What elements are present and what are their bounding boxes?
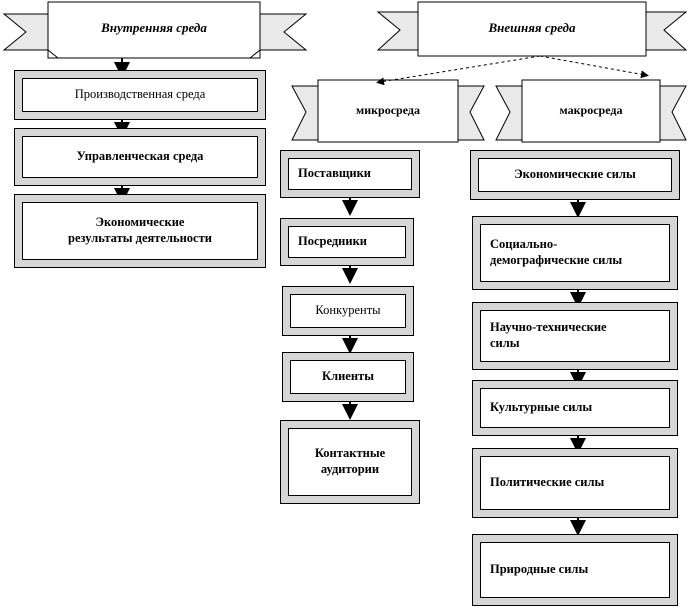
macro-box-cultural: Культурные силы [472,380,678,436]
micro-title: микросреда [356,103,420,117]
macro-box-political: Политические силы [472,448,678,518]
external-ribbon [376,1,688,57]
micro-ribbon [291,79,485,143]
macro-box-natural: Природные силы [472,534,678,606]
micro-box-contact-audiences: Контактные аудитории [280,420,420,504]
macro-box-economic: Экономические силы [470,150,680,200]
macro-box-scientific-technical: Научно-технические силы [472,302,678,370]
macro-title: макросреда [559,103,623,117]
internal-ribbon [2,1,308,59]
external-title: Внешняя среда [488,20,576,35]
micro-box-clients: Клиенты [282,352,414,402]
external-split-arrows [376,55,649,86]
internal-box-production: Производственная среда [14,70,266,120]
internal-box-economic-results: Экономические результаты деятельности [14,194,266,268]
internal-box-management: Управленческая среда [14,128,266,186]
micro-box-intermediaries: Посредники [280,218,414,266]
micro-box-suppliers: Поставщики [280,150,420,198]
macro-box-socio-demographic: Социально- демографические силы [472,216,678,290]
micro-box-competitors: Конкуренты [282,286,414,336]
macro-ribbon [495,79,687,143]
internal-title: Внутренняя среда [101,20,207,35]
